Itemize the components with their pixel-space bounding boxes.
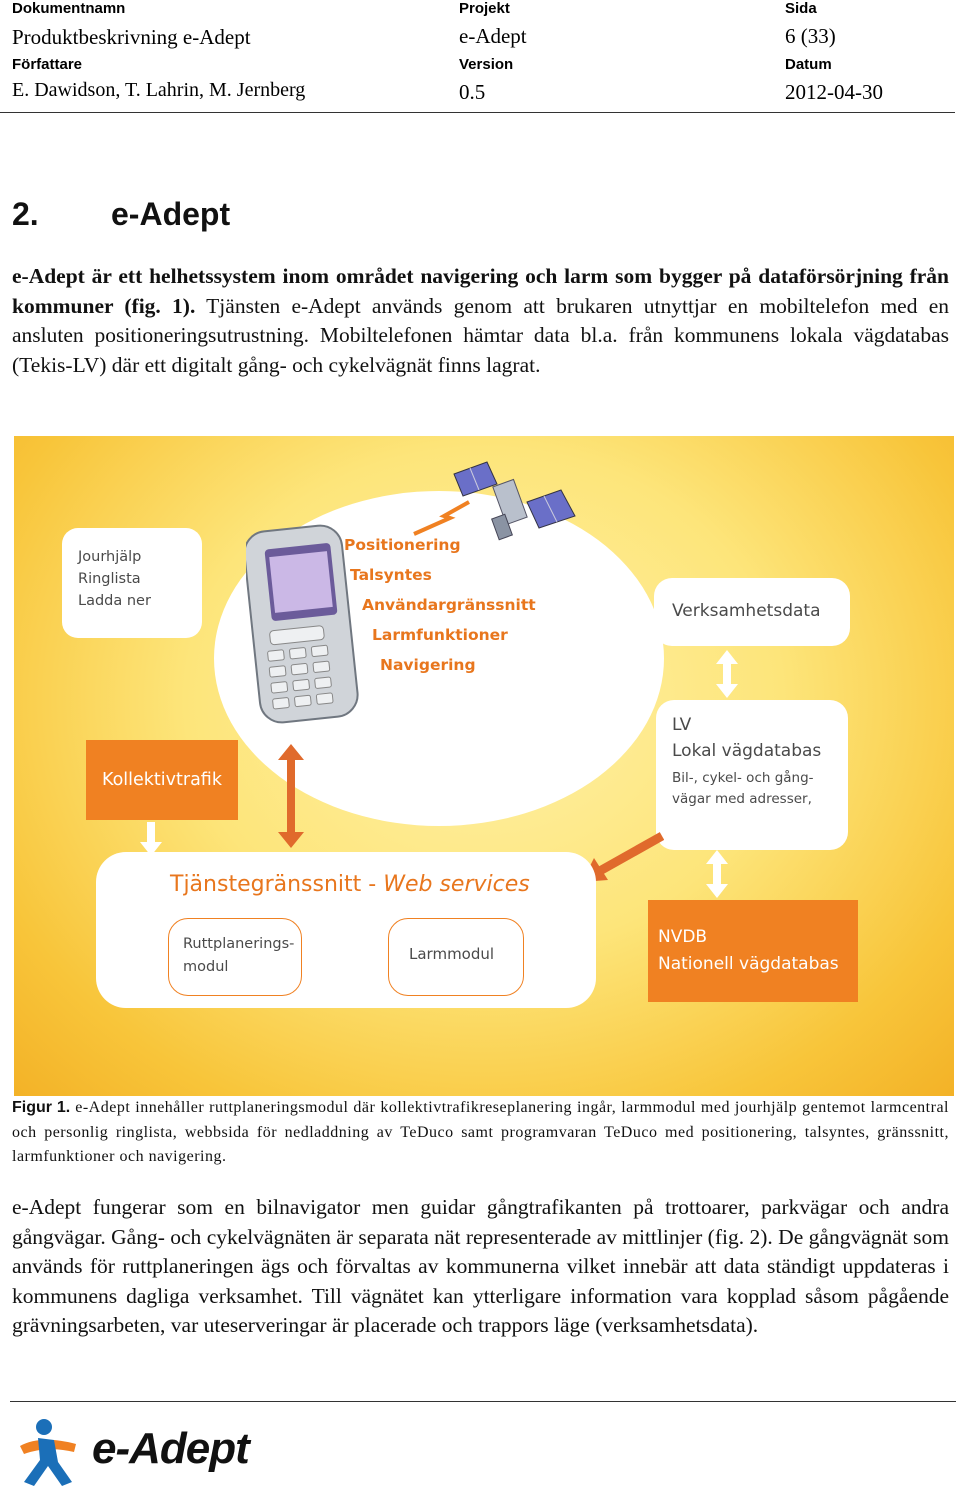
list-ringlista: Ringlista bbox=[78, 571, 141, 587]
lv-subtitle: Lokal vägdatabas bbox=[672, 741, 822, 761]
figure-diagram: Positionering Talsyntes Användargränssni… bbox=[14, 436, 954, 1096]
download-list-box: Jourhjälp Ringlista Ladda ner bbox=[62, 528, 202, 638]
version-label: Version bbox=[459, 56, 514, 73]
intro-rest: Tjänsten e-Adept används genom att bruka… bbox=[12, 293, 950, 377]
nvdb-box: NVDB Nationell vägdatabas bbox=[648, 900, 858, 1002]
ruttplanering-label-1: Ruttplanerings- bbox=[183, 936, 295, 952]
figure-caption: Figur 1. e-Adept innehåller ruttplanerin… bbox=[12, 1096, 949, 1170]
lv-desc-1: Bil-, cykel- och gång- bbox=[672, 770, 814, 786]
feature-talsyntes: Talsyntes bbox=[350, 566, 432, 584]
intro-bold: e-Adept är ett helhetssystem inom område… bbox=[12, 264, 949, 318]
web-services-title: Tjänstegränssnitt - bbox=[170, 872, 384, 897]
satellite-icon bbox=[453, 461, 576, 541]
web-services-italic: Web services bbox=[383, 872, 530, 897]
footer-divider bbox=[10, 1401, 956, 1402]
body-paragraph: e-Adept fungerar som en bilnavigator men… bbox=[12, 1195, 949, 1338]
lv-database-box: LV Lokal vägdatabas Bil-, cykel- och gån… bbox=[656, 700, 848, 850]
feature-navigering: Navigering bbox=[380, 656, 476, 674]
down-arrow-icon bbox=[140, 822, 162, 856]
larmmodul-label: Larmmodul bbox=[409, 945, 495, 963]
section-number: 2. bbox=[12, 196, 39, 232]
intro-paragraph: e-Adept är ett helhetssystem inom område… bbox=[12, 262, 949, 380]
project-label: Projekt bbox=[459, 0, 510, 17]
verksamhetsdata-box: Verksamhetsdata bbox=[654, 578, 850, 646]
doc-name-value: Produktbeskrivning e-Adept bbox=[12, 25, 251, 49]
kollektivtrafik-label: Kollektivtrafik bbox=[102, 770, 222, 790]
page-label: Sida bbox=[785, 0, 817, 17]
footer-logo: e-Adept bbox=[14, 1416, 274, 1490]
header-divider bbox=[0, 112, 955, 113]
feature-anvandargranssnitt: Användargränssnitt bbox=[362, 596, 536, 614]
page-value: 6 (33) bbox=[785, 24, 836, 48]
nvdb-subtitle: Nationell vägdatabas bbox=[658, 954, 839, 974]
larm-module: Larmmodul bbox=[388, 918, 524, 996]
phone-services-arrow-icon bbox=[278, 744, 304, 848]
signal-lightning-icon bbox=[413, 500, 470, 536]
list-ladda-ner: Ladda ner bbox=[78, 593, 151, 609]
authors-label: Författare bbox=[12, 56, 83, 73]
date-value: 2012-04-30 bbox=[785, 80, 883, 104]
nvdb-title: NVDB bbox=[658, 927, 708, 947]
ruttplanering-label-2: modul bbox=[183, 959, 229, 975]
footer-logo-text: e-Adept bbox=[92, 1424, 250, 1473]
phone-features-list: Positionering Talsyntes Användargränssni… bbox=[344, 530, 536, 680]
verksamhetsdata-label: Verksamhetsdata bbox=[672, 601, 821, 621]
section-title: e-Adept bbox=[111, 196, 231, 232]
list-jourhjalp: Jourhjälp bbox=[78, 549, 142, 565]
authors-value: E. Dawidson, T. Lahrin, M. Jernberg bbox=[12, 79, 306, 101]
web-services-box: Tjänstegränssnitt - Web services Ruttpla… bbox=[96, 852, 596, 1008]
feature-positionering: Positionering bbox=[344, 536, 461, 554]
lv-desc-2: vägar med adresser, bbox=[672, 791, 812, 807]
e-adept-person-logo-icon bbox=[20, 1419, 76, 1486]
version-value: 0.5 bbox=[459, 80, 486, 104]
feature-larmfunktioner: Larmfunktioner bbox=[372, 626, 508, 644]
mobile-phone-icon bbox=[246, 524, 359, 724]
ruttplanering-module: Ruttplanerings- modul bbox=[168, 918, 302, 996]
lv-title: LV bbox=[672, 715, 692, 735]
double-arrow-icon bbox=[716, 650, 738, 698]
project-value: e-Adept bbox=[459, 24, 527, 48]
date-label: Datum bbox=[785, 56, 832, 73]
lv-nvdb-arrow-icon bbox=[706, 850, 728, 898]
doc-name-label: Dokumentnamn bbox=[12, 0, 126, 17]
caption-text: e-Adept innehåller ruttplaneringsmodul d… bbox=[12, 1099, 950, 1165]
caption-label: Figur 1. bbox=[12, 1099, 71, 1116]
kollektivtrafik-box: Kollektivtrafik bbox=[86, 740, 238, 820]
